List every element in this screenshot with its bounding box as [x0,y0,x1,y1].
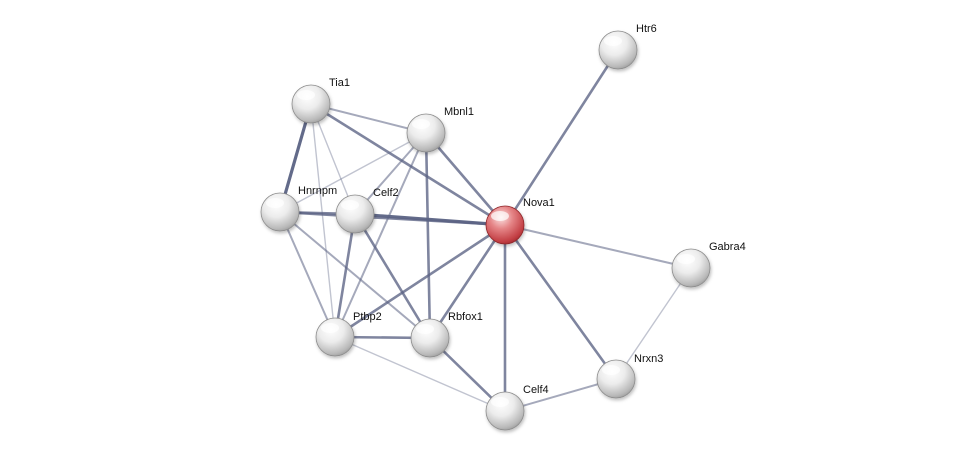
node-circle-ptbp2[interactable] [315,317,355,357]
edge-hnrnpm-rbfox1[interactable] [279,211,431,339]
node-celf4[interactable]: Celf4 [485,384,549,431]
node-hnrnpm[interactable]: Hnrnpm [260,185,337,232]
node-circle-celf2[interactable] [335,194,375,234]
edge-gabra4-nrxn3[interactable] [615,267,692,380]
edge-celf2-rbfox1[interactable] [353,212,432,340]
edge-nova1-rbfox1[interactable] [428,223,507,340]
node-htr6[interactable]: Htr6 [598,23,657,70]
edge-mbnl1-rbfox1[interactable] [424,131,432,340]
node-circle-tia1[interactable] [291,84,331,124]
edge-celf2-ptbp2[interactable] [333,212,357,339]
node-circle-htr6[interactable] [598,30,638,70]
edge-tia1-ptbp2[interactable] [310,103,336,338]
node-gabra4[interactable]: Gabra4 [671,241,746,288]
node-gloss-gabra4 [677,254,695,264]
edge-tia1-mbnl1[interactable] [310,103,427,134]
node-gloss-nova1 [491,211,509,221]
node-label-tia1: Tia1 [329,77,350,89]
edge-ptbp2-celf4[interactable] [334,336,506,412]
node-gloss-celf2 [341,200,359,210]
node-circle-hnrnpm[interactable] [260,192,300,232]
node-ptbp2[interactable]: Ptbp2 [315,311,382,357]
edge-mbnl1-hnrnpm[interactable] [279,132,427,213]
edge-nova1-ptbp2[interactable] [333,223,507,339]
edge-tia1-celf2[interactable] [310,103,356,215]
edges-layer [278,48,692,413]
node-label-rbfox1: Rbfox1 [448,311,483,323]
node-gloss-ptbp2 [321,323,339,333]
node-gloss-celf4 [491,397,509,407]
edge-nova1-tia1[interactable] [309,102,507,227]
node-label-mbnl1: Mbnl1 [444,106,474,118]
node-label-htr6: Htr6 [636,23,657,35]
node-mbnl1[interactable]: Mbnl1 [406,106,474,153]
node-nrxn3[interactable]: Nrxn3 [596,353,663,399]
node-label-hnrnpm: Hnrnpm [298,185,337,197]
node-circle-gabra4[interactable] [671,248,711,288]
node-tia1[interactable]: Tia1 [291,77,350,124]
node-rbfox1[interactable]: Rbfox1 [410,311,483,358]
node-label-celf4: Celf4 [523,384,549,396]
node-gloss-nrxn3 [602,365,620,375]
node-gloss-hnrnpm [266,198,284,208]
node-label-ptbp2: Ptbp2 [353,311,382,323]
node-label-nova1: Nova1 [523,197,555,209]
node-gloss-tia1 [297,90,315,100]
edge-nova1-mbnl1[interactable] [424,131,507,227]
node-circle-nrxn3[interactable] [596,359,636,399]
node-gloss-mbnl1 [412,119,430,129]
node-label-gabra4: Gabra4 [709,241,746,253]
node-label-nrxn3: Nrxn3 [634,353,663,365]
node-gloss-rbfox1 [416,324,434,334]
node-circle-mbnl1[interactable] [406,113,446,153]
node-circle-rbfox1[interactable] [410,318,450,358]
node-circle-celf4[interactable] [485,391,525,431]
edge-hnrnpm-ptbp2[interactable] [279,211,336,338]
edge-mbnl1-ptbp2[interactable] [334,132,427,338]
edge-nova1-htr6[interactable] [503,48,620,227]
node-celf2[interactable]: Celf2 [335,187,399,234]
edge-nova1-gabra4[interactable] [504,224,692,269]
node-label-celf2: Celf2 [373,187,399,199]
node-circle-nova1[interactable] [485,205,525,245]
edge-nova1-nrxn3[interactable] [503,223,618,381]
node-nova1[interactable]: Nova1 [485,197,555,245]
node-gloss-htr6 [604,36,622,46]
